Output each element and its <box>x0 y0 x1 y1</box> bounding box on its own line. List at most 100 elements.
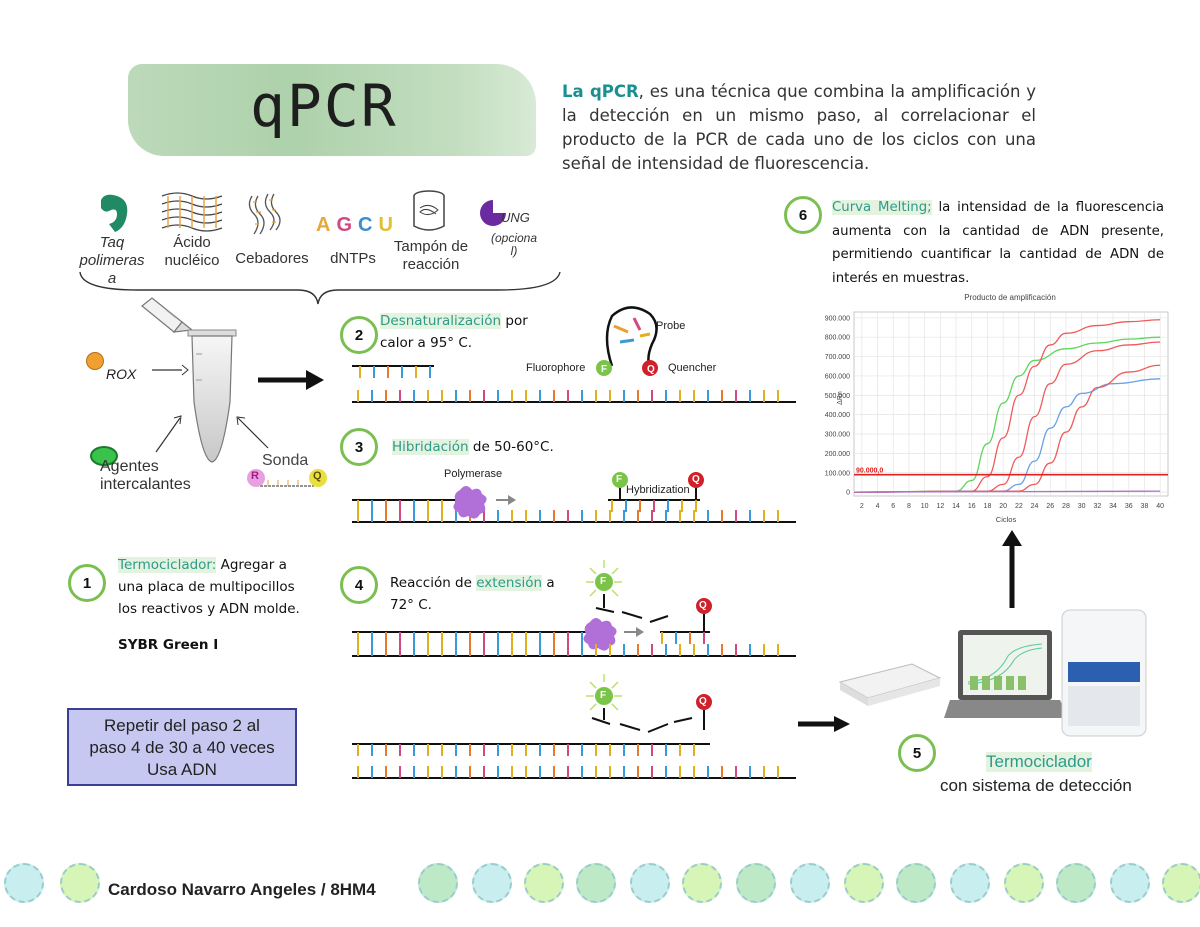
chart-xtick-label: 12 <box>936 503 944 510</box>
footer-dot <box>1162 863 1200 903</box>
chart-ytick-label: 400.000 <box>825 412 850 419</box>
step4b-f-letter: F <box>600 690 607 701</box>
intro-paragraph: La qPCR, es una técnica que combina la a… <box>562 80 1036 176</box>
chart-xtick-label: 34 <box>1109 503 1117 510</box>
footer-dot <box>524 863 564 903</box>
dntps-label: dNTPs <box>330 250 376 267</box>
chart-ylabel: ΔRn <box>837 391 844 405</box>
title-brush-background <box>128 64 536 156</box>
chart-xtick-label: 14 <box>952 503 960 510</box>
footer-dot <box>790 863 830 903</box>
page-title: qPCR <box>250 72 398 140</box>
chart-threshold-label: 90.000,0 <box>856 468 883 475</box>
intro-term: La qPCR <box>562 82 639 101</box>
denaturation-dna-diagram <box>352 306 796 403</box>
step3-q-letter: Q <box>692 474 700 485</box>
chart-series-line <box>853 319 1161 493</box>
chart-ytick-label: 200.000 <box>825 451 850 458</box>
ung-enzyme-icon <box>480 200 506 226</box>
step-6-text: Curva Melting; la intensidad de la fluor… <box>832 200 1165 286</box>
chart-ytick-label: 900.000 <box>825 315 850 322</box>
sonda-r: R <box>251 470 259 482</box>
ung-note: (opciona l) <box>490 231 538 258</box>
footer-dot <box>736 863 776 903</box>
pcr-tube-icon <box>141 297 237 463</box>
sonda-arrow <box>236 416 269 449</box>
step-3-badge: 3 <box>340 428 378 466</box>
step-5-text: con sistema de detección <box>940 776 1132 795</box>
reagents-brace <box>79 271 561 305</box>
fluorophore-label: Fluorophore <box>526 362 586 374</box>
step-5-badge: 5 <box>898 734 936 772</box>
chart-ytick-label: 500.000 <box>825 393 850 400</box>
chart-title: Producto de amplificación <box>964 293 1056 302</box>
taq-label: Taq polimeras a <box>79 234 145 287</box>
chart-xtick-label: 10 <box>921 503 929 510</box>
chart-xtick-label: 6 <box>891 503 895 510</box>
chart-ytick-label: 800.000 <box>825 335 850 342</box>
machine-arrow <box>798 716 850 732</box>
footer-dot <box>1056 863 1096 903</box>
sybr-green-label: SYBR Green I <box>118 637 219 653</box>
probe-label: Probe <box>656 320 686 332</box>
footer-dot <box>630 863 670 903</box>
sonda-label: Sonda <box>262 452 309 469</box>
step-4-badge: 4 <box>340 566 378 604</box>
footer-dot <box>4 863 44 903</box>
step-1-badge: 1 <box>68 564 106 602</box>
chart-xtick-label: 8 <box>907 503 911 510</box>
chart-xtick-label: 2 <box>860 503 864 510</box>
ung-label: UNG <box>501 210 530 225</box>
chart-xtick-label: 16 <box>968 503 976 510</box>
hybridization-dna-diagram <box>352 472 796 523</box>
author-name: Cardoso Navarro Angeles / 8HM4 <box>108 880 376 899</box>
step-2-badge: 2 <box>340 316 378 354</box>
step4-f-letter: F <box>600 576 607 587</box>
footer-dot <box>844 863 884 903</box>
step4-q-letter: Q <box>699 600 707 611</box>
footer-dot <box>418 863 458 903</box>
chart-ytick-label: 100.000 <box>825 470 850 477</box>
nucleic-acid-icon <box>161 192 223 232</box>
footer-dot <box>896 863 936 903</box>
footer-dot <box>1004 863 1044 903</box>
chart-series-line <box>853 336 1161 493</box>
step-5-term: Termociclador <box>986 752 1092 772</box>
footer-dot <box>576 863 616 903</box>
agentes-label: Agentes intercalantes <box>100 458 191 493</box>
chart-xtick-label: 36 <box>1125 503 1133 510</box>
step4b-q-letter: Q <box>699 696 707 707</box>
chart-xtick-label: 22 <box>1015 503 1023 510</box>
sonda-probe-icon <box>247 469 327 487</box>
buffer-tube-icon <box>413 190 445 231</box>
amplification-chart: Producto de amplificación Ciclos ΔRn 90.… <box>825 293 1169 524</box>
cebadores-label: Cebadores <box>235 250 309 267</box>
chart-xtick-label: 26 <box>1046 503 1054 510</box>
chart-xtick-label: 30 <box>1078 503 1086 510</box>
process-arrow <box>258 370 324 390</box>
step2-f-letter: F <box>601 364 608 375</box>
chart-xtick-label: 20 <box>999 503 1007 510</box>
chart-xtick-label: 28 <box>1062 503 1070 510</box>
rox-label: ROX <box>106 366 137 382</box>
chart-ytick-label: 300.000 <box>825 432 850 439</box>
polymerase-label: Polymerase <box>444 468 503 480</box>
rox-dot-icon <box>86 352 104 370</box>
footer-dot <box>682 863 722 903</box>
taq-polymerase-icon <box>101 194 128 232</box>
chart-xtick-label: 18 <box>984 503 992 510</box>
dntps-letters: AGCU <box>316 214 399 236</box>
intro-text: , es una técnica que combina la amplific… <box>562 82 1036 173</box>
chart-series-line <box>853 490 1161 493</box>
step-2-text: Desnaturalización por calor a 95° C. <box>380 313 528 351</box>
chart-ytick-label: 0 <box>846 490 850 497</box>
step3-f-letter: F <box>616 474 623 485</box>
chart-xlabel: Ciclos <box>996 515 1017 524</box>
chart-xtick-label: 4 <box>876 503 880 510</box>
step-3-text: Hibridación de 50-60°C. <box>392 439 554 455</box>
chart-xtick-label: 24 <box>1031 503 1039 510</box>
step2-q-letter: Q <box>647 364 655 375</box>
footer-dot <box>60 863 100 903</box>
chart-xtick-label: 40 <box>1156 503 1164 510</box>
